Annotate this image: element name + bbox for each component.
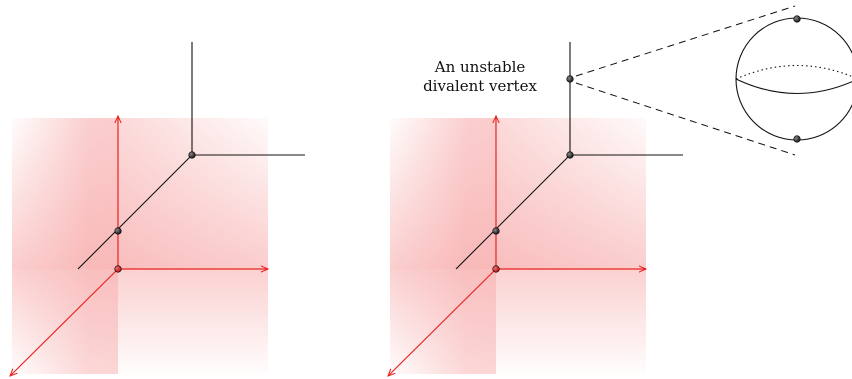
sphere-outline — [735, 17, 852, 141]
trivalent-vertex — [188, 151, 196, 159]
equator-front — [735, 78, 852, 95]
divalent-vertex — [566, 75, 574, 83]
red-axes — [10, 116, 268, 376]
label-line-1: An unstable — [434, 58, 526, 76]
axes-origin — [492, 265, 500, 273]
shaded-region — [390, 118, 646, 374]
red-axes — [388, 116, 646, 376]
sphere-inset — [735, 15, 852, 143]
tropical-curve — [77, 42, 305, 270]
sphere-marked-point-bottom — [793, 135, 801, 143]
right-panel — [388, 5, 852, 376]
curve-point — [114, 227, 122, 235]
unstable-vertex-label: An unstable divalent vertex — [405, 58, 555, 96]
trivalent-vertex — [566, 151, 574, 159]
red-axis-diagonal — [10, 268, 119, 376]
sphere-marked-point-top — [793, 15, 801, 23]
curve-point — [492, 227, 500, 235]
axes-origin — [114, 265, 122, 273]
zoom-lines — [575, 5, 796, 156]
equator-back — [735, 64, 852, 80]
curve-edge-diagonal — [77, 154, 193, 270]
curve-edge-diagonal — [455, 154, 571, 270]
label-line-2: divalent vertex — [423, 77, 537, 95]
red-axis-diagonal — [388, 268, 497, 376]
tropical-curve — [455, 42, 683, 270]
left-panel — [10, 42, 305, 376]
